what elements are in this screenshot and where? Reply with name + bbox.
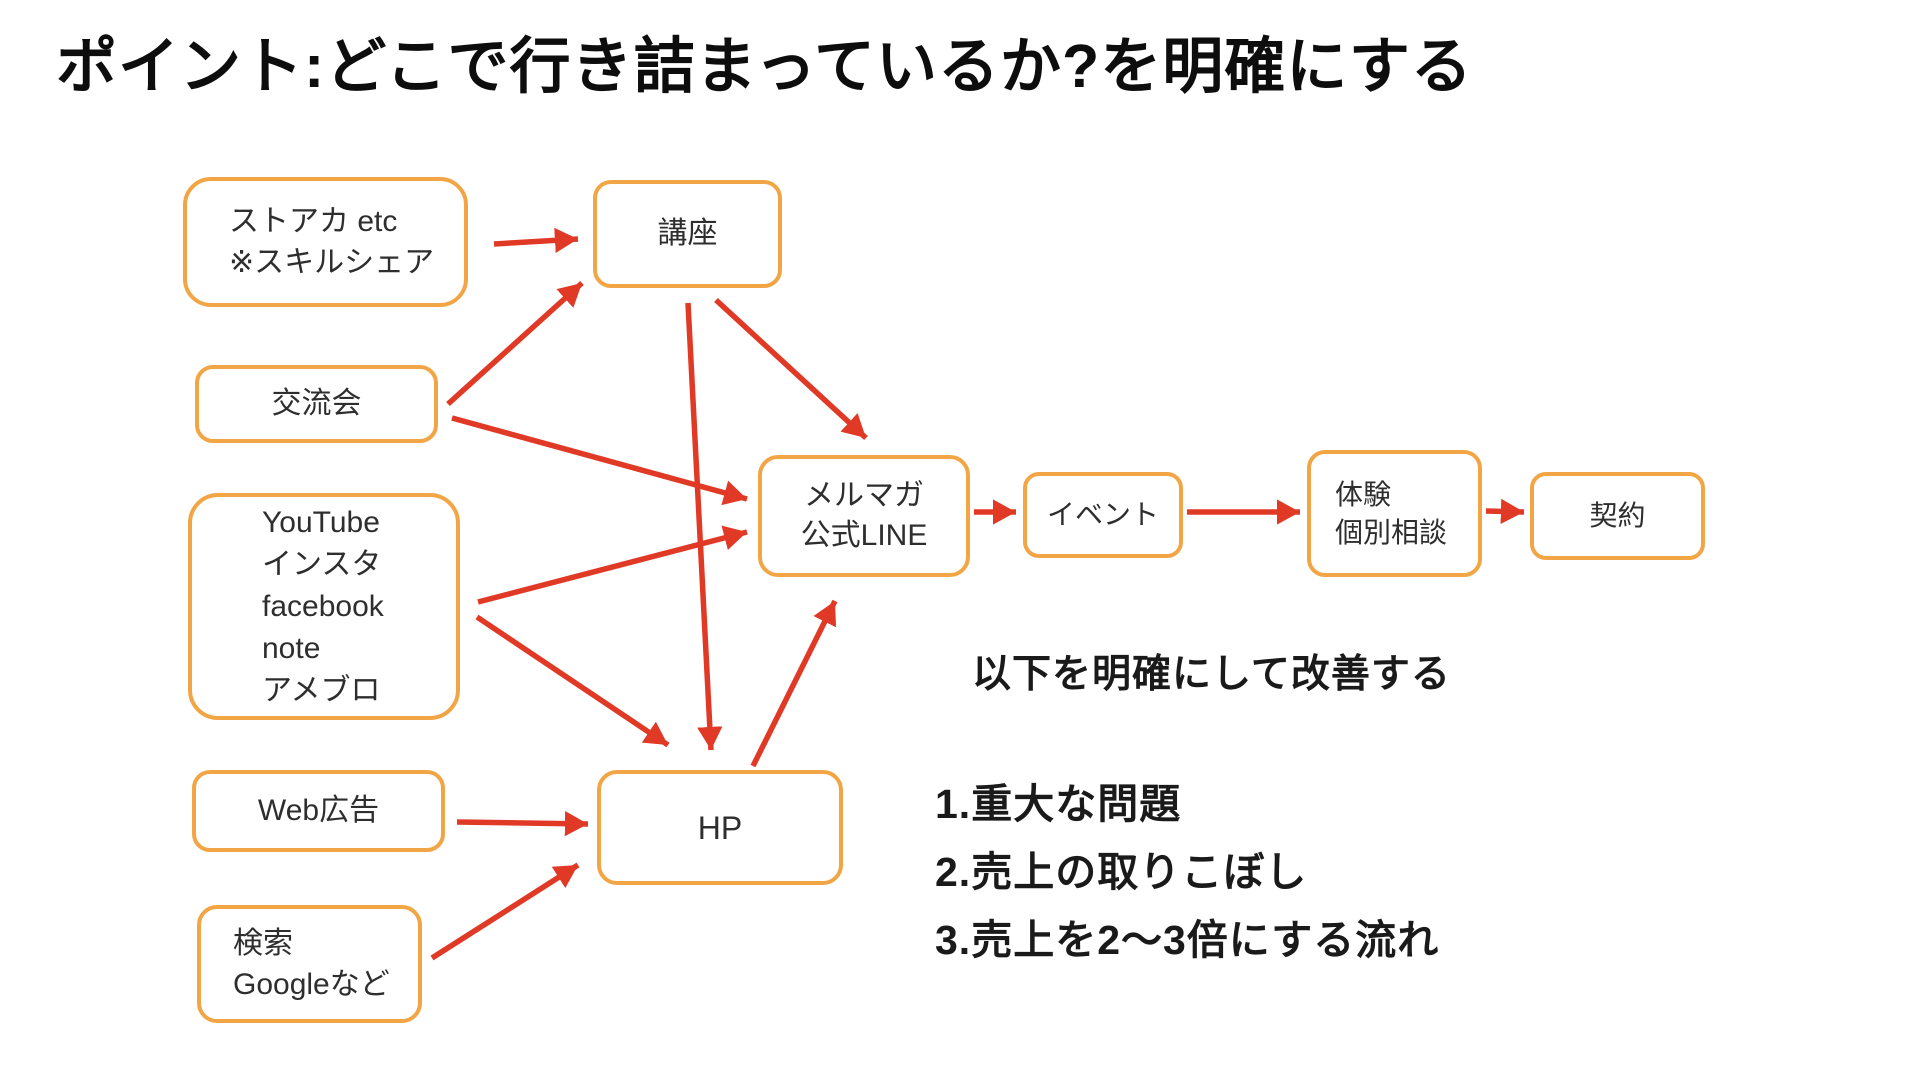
node-label: 体験 <box>1335 478 1392 510</box>
node-label: facebook <box>262 589 384 623</box>
page-title: ポイント:どこで行き詰まっているか?を明確にする <box>56 32 1473 100</box>
node-label: 検索 <box>233 927 293 960</box>
arrow-sutoaka-to-kouza <box>493 227 579 254</box>
node-label: ※スキルシェア <box>229 246 435 279</box>
node-kouryukai: 交流会 <box>195 365 438 443</box>
node-sutoaka: ストアカ etc ※スキルシェア <box>183 177 468 307</box>
list-item-2: 2.売上の取りこぼし <box>935 849 1308 895</box>
arrow-kouza-to-merumaga <box>714 297 868 441</box>
arrow-webad-to-hp <box>456 810 589 837</box>
arrow-kouryukai-to-kouza <box>446 280 584 407</box>
node-label: メルマガ <box>804 479 924 512</box>
node-event: イベント <box>1023 472 1183 558</box>
node-kensaku: 検索 Googleなど <box>197 905 422 1023</box>
list-item-1: 1.重大な問題 <box>935 781 1182 827</box>
node-label: HP <box>697 809 743 846</box>
arrow-taiken-to-keiyaku <box>1485 498 1525 525</box>
arrow-kouryukai-to-merumaga <box>451 415 748 506</box>
node-webad: Web広告 <box>192 770 445 852</box>
node-hp: HP <box>597 770 843 885</box>
node-taiken: 体験個別相談 <box>1307 450 1482 577</box>
arrow-kensaku-to-hp <box>430 862 580 961</box>
arrow-kouza-to-hp <box>685 302 723 751</box>
node-label: note <box>262 631 321 665</box>
node-label: 公式LINE <box>800 519 928 552</box>
node-label: イベント <box>1046 499 1159 530</box>
node-label: 契約 <box>1589 500 1646 531</box>
node-label: Web広告 <box>257 794 380 827</box>
arrow-youtube-to-merumaga <box>477 525 748 605</box>
list-item-3: 3.売上を2〜3倍にする流れ <box>935 917 1440 963</box>
node-label: YouTube <box>262 505 380 539</box>
side-panel-heading: 以下を明確にして改善する <box>972 653 1451 696</box>
side-panel-list: 1.重大な問題 2.売上の取りこぼし 3.売上を2〜3倍にする流れ <box>935 770 1439 974</box>
node-label: ストアカ etc <box>229 205 398 238</box>
node-label: Googleなど <box>233 968 390 1001</box>
arrow-hp-to-merumaga <box>750 599 838 768</box>
node-youtube: YouTube インスタ facebook note アメブロ <box>188 493 460 720</box>
node-label: 個別相談 <box>1335 516 1448 548</box>
node-label: アメブロ <box>262 673 381 707</box>
node-label: インスタ <box>262 547 382 581</box>
arrow-youtube-to-hp <box>475 614 670 748</box>
node-kouza: 講座 <box>593 180 782 288</box>
node-label: 交流会 <box>271 387 362 420</box>
node-keiyaku: 契約 <box>1530 472 1705 560</box>
node-merumaga: メルマガ公式LINE <box>758 455 970 577</box>
node-label: 講座 <box>657 217 718 250</box>
